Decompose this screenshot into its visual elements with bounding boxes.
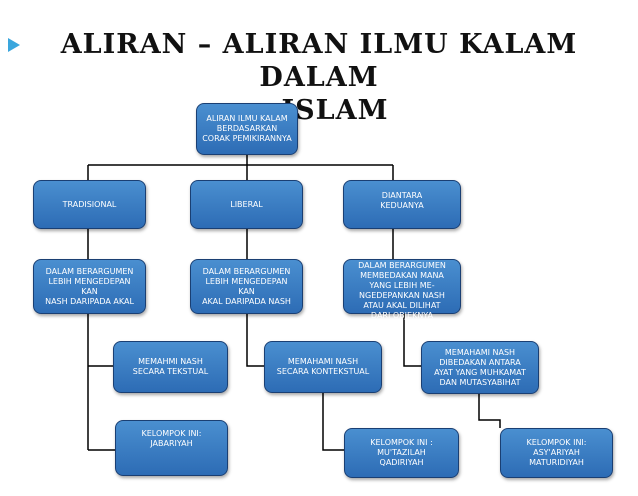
connector-root-bus — [87, 155, 394, 180]
node-mutazilah: KELOMPOK INI : MU'TAZILAH QADIRIYAH — [344, 428, 459, 478]
node-muhkamat: MEMAHAMI NASH DIBEDAKAN ANTARA AYAT YANG… — [421, 341, 539, 394]
node-tekstual: MEMAHMI NASH SECARA TEKSTUAL — [113, 341, 228, 393]
node-asyariyah: KELOMPOK INI: ASY'ARIYAH MATURIDIYAH — [500, 428, 613, 478]
connector-argumen-muhkamat — [403, 314, 421, 367]
node-kontekstual: MEMAHAMI NASH SECARA KONTEKSTUAL — [264, 341, 382, 393]
connector-muhkamat-asyariyah — [478, 394, 501, 428]
node-root: ALIRAN ILMU KALAM BERDASARKAN CORAK PEMI… — [196, 103, 298, 155]
node-argumen-liberal: DALAM BERARGUMEN LEBIH MENGEDEPAN KAN AK… — [190, 259, 303, 314]
node-argumen-tradisional: DALAM BERARGUMEN LEBIH MENGEDEPAN KAN NA… — [33, 259, 146, 314]
slide-title-line-2: ISLAM — [281, 95, 389, 126]
slide-title-line-1: ALIRAN – ALIRAN ILMU KALAM DALAM — [60, 29, 578, 93]
connector-argumen-tekstual — [87, 314, 113, 450]
node-liberal: LIBERAL — [190, 180, 303, 229]
connector-argumen-kontekstual — [246, 314, 264, 367]
node-diantara: DIANTARA KEDUANYA — [343, 180, 461, 229]
connector-kontekstual-mutazilah — [322, 392, 344, 451]
bullet-arrow-icon — [8, 38, 20, 52]
node-tradisional: TRADISIONAL — [33, 180, 146, 229]
slide-title: ALIRAN – ALIRAN ILMU KALAM DALAM ISLAM — [0, 28, 638, 127]
node-argumen-diantara: DALAM BERARGUMEN MEMBEDAKAN MANA YANG LE… — [343, 259, 461, 320]
node-jabariyah: KELOMPOK INI: JABARIYAH — [115, 420, 228, 476]
